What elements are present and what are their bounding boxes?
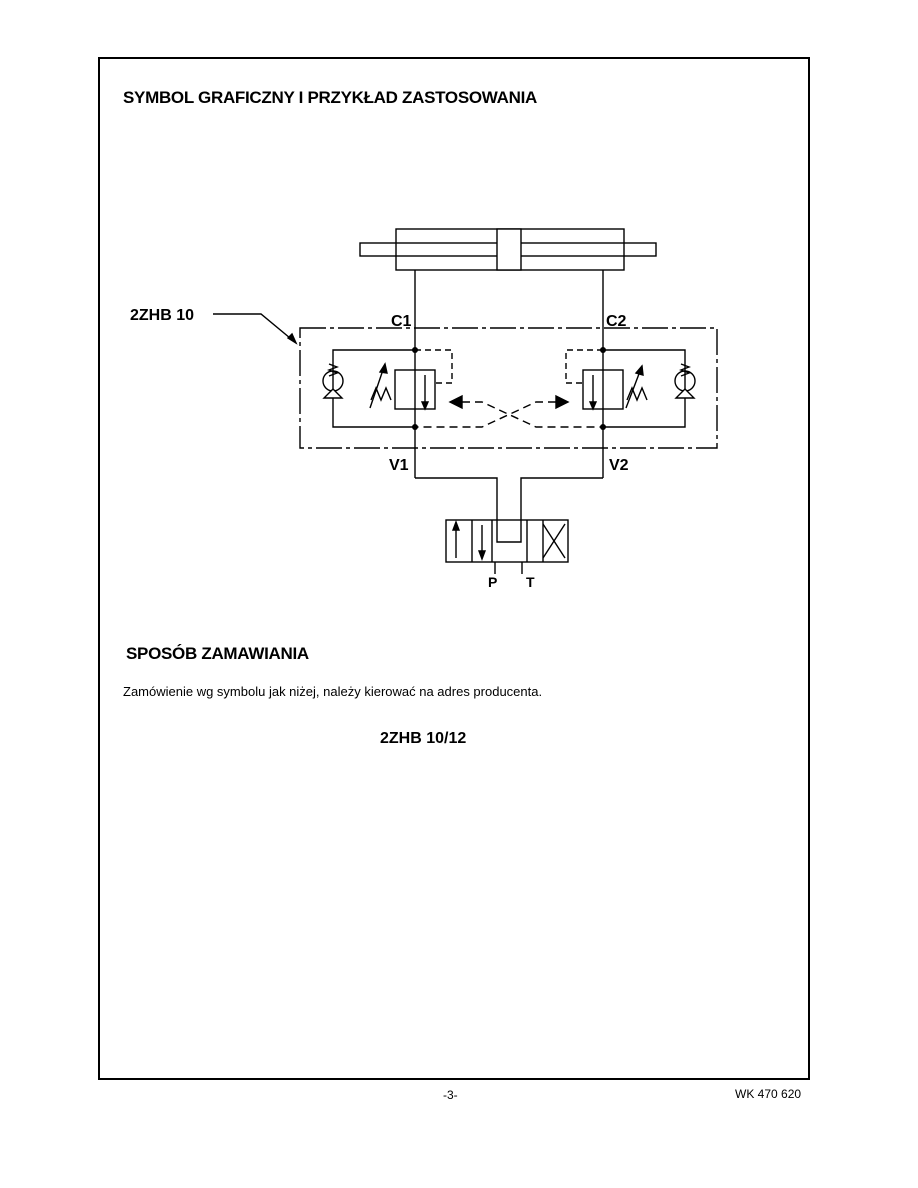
directional-valve-symbol (445, 519, 569, 574)
section-title-ordering: SPOSÓB ZAMAWIANIA (126, 644, 309, 663)
valve-label: 2ZHB 10 (130, 307, 194, 324)
port-c2-label: C2 (606, 313, 627, 330)
valve-body-outline (299, 327, 718, 449)
port-v2-label: V2 (609, 457, 629, 474)
page-frame (98, 57, 810, 1080)
port-p-label: P (488, 574, 497, 590)
label-leader (213, 313, 297, 344)
port-v1-label: V1 (389, 457, 409, 474)
ordering-text: Zamówienie wg symbolu jak niżej, należy … (123, 684, 543, 699)
port-c1-label: C1 (391, 313, 412, 330)
section-title-symbol: SYMBOL GRAFICZNY I PRZYKŁAD ZASTOSOWANIA (123, 88, 537, 107)
page-number: -3- (443, 1088, 458, 1102)
port-t-label: T (526, 574, 535, 590)
document-id: WK 470 620 (735, 1087, 802, 1101)
order-code: 2ZHB 10/12 (380, 730, 467, 747)
cylinder-symbol (359, 228, 657, 271)
